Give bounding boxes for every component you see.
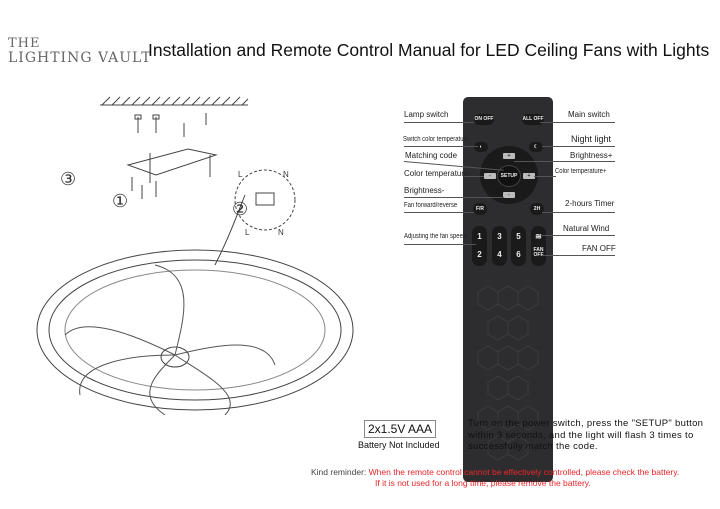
installation-diagram: ③ ① ② L N L N	[36, 96, 354, 415]
night-light-button[interactable]: ☾	[529, 142, 543, 152]
label-lamp-switch: Lamp switch	[404, 110, 449, 119]
speed-3: 3	[497, 232, 502, 241]
mounting-bracket	[126, 148, 218, 176]
step3-label: ③	[60, 169, 76, 189]
color-temperature-plus-button[interactable]: +	[523, 173, 535, 179]
timer-2h-button[interactable]: 2H	[530, 203, 544, 215]
reminder-line2: If it is not used for a long time, pleas…	[375, 478, 591, 488]
color-temperature-switch-button[interactable]: ◐	[474, 142, 488, 152]
speed-5: 5	[516, 232, 521, 241]
screws-icon	[134, 113, 207, 137]
speed-4: 4	[497, 250, 502, 259]
fan-hub	[160, 346, 190, 368]
pairing-instructions: Turn on the power switch, press the "SET…	[468, 418, 704, 452]
label-brightness-plus: Brightness+	[570, 151, 613, 160]
label-brightness-minus: Brightness-	[404, 186, 445, 195]
brightness-plus-button[interactable]: +	[503, 153, 515, 159]
battery-spec: 2x1.5V AAA	[364, 420, 437, 438]
label-fan-off: FAN OFF	[582, 244, 616, 253]
page-title: Installation and Remote Control Manual f…	[148, 40, 710, 60]
hex-pattern	[477, 285, 539, 461]
fan-off-text: FAN OFF	[533, 247, 544, 258]
label-matching-code: Matching code	[405, 151, 458, 160]
step2-label: ②	[232, 199, 248, 219]
logo-line2: LIGHTING VAULT	[8, 50, 152, 66]
speed-1: 1	[477, 232, 482, 241]
label-natural-wind: Natural Wind	[563, 224, 610, 233]
all-off-button[interactable]: ALL OFF	[522, 114, 544, 125]
wire-n: N	[283, 170, 289, 179]
step1-label: ①	[112, 191, 128, 211]
logo-line1: THE	[8, 36, 41, 51]
setup-button[interactable]: SETUP	[497, 165, 521, 187]
wire-n-2: N	[278, 228, 284, 237]
wiring-detail-circle	[234, 169, 296, 231]
speed-6: 6	[516, 250, 521, 259]
reminder-line1: When the remote control cannot be effect…	[368, 467, 680, 477]
label-fan-forward-reverse: Fan forward/reverse	[404, 202, 458, 209]
fan-blades	[64, 264, 276, 415]
wire-l-2: L	[245, 228, 250, 237]
speed-2: 2	[477, 250, 482, 259]
kind-reminder: Kind reminder: When the remote control c…	[311, 467, 679, 477]
label-switch-color-temperature: Switch color temperature	[403, 136, 469, 143]
label-main-switch: Main switch	[568, 110, 610, 119]
natural-wind-icon: ≋	[535, 232, 542, 241]
color-temperature-minus-button[interactable]: -	[484, 173, 496, 179]
brightness-minus-button[interactable]: -	[503, 192, 515, 198]
label-color-temperature-plus: Color temperature+	[555, 168, 607, 175]
battery-note: Battery Not Included	[358, 440, 440, 450]
wire-l: L	[238, 170, 243, 179]
reminder-prefix: Kind reminder:	[311, 467, 367, 477]
lamp-on-off-button[interactable]: ON OFF	[474, 114, 494, 125]
fan-forward-reverse-button[interactable]: F/R	[473, 203, 487, 215]
label-night-light: Night light	[571, 134, 612, 144]
label-color-temperature-minus: Color temperature-	[404, 169, 472, 178]
ceiling-hatch	[101, 96, 249, 106]
natural-wind-fan-off-button[interactable]: ≋ FAN OFF	[531, 226, 546, 266]
label-adjusting-fan-speed: Adjusting the fan speed	[404, 233, 467, 240]
label-2-hours-timer: 2-hours Timer	[565, 199, 615, 208]
